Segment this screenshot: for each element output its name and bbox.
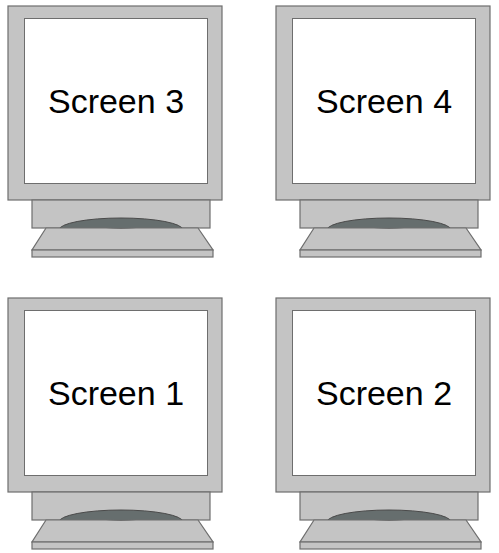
monitor-screen: Screen 1 [24,310,208,476]
monitor-body [8,298,222,549]
monitor-body [276,298,490,549]
monitor-screen: Screen 4 [292,18,476,184]
monitor-screen: Screen 2 [292,310,476,476]
screen-label: Screen 4 [316,82,452,121]
monitor-screen: Screen 3 [24,18,208,184]
screen-label: Screen 1 [48,374,184,413]
screen-label: Screen 3 [48,82,184,121]
screen-label: Screen 2 [316,374,452,413]
monitor-body [276,6,490,257]
monitor-body [8,6,222,257]
